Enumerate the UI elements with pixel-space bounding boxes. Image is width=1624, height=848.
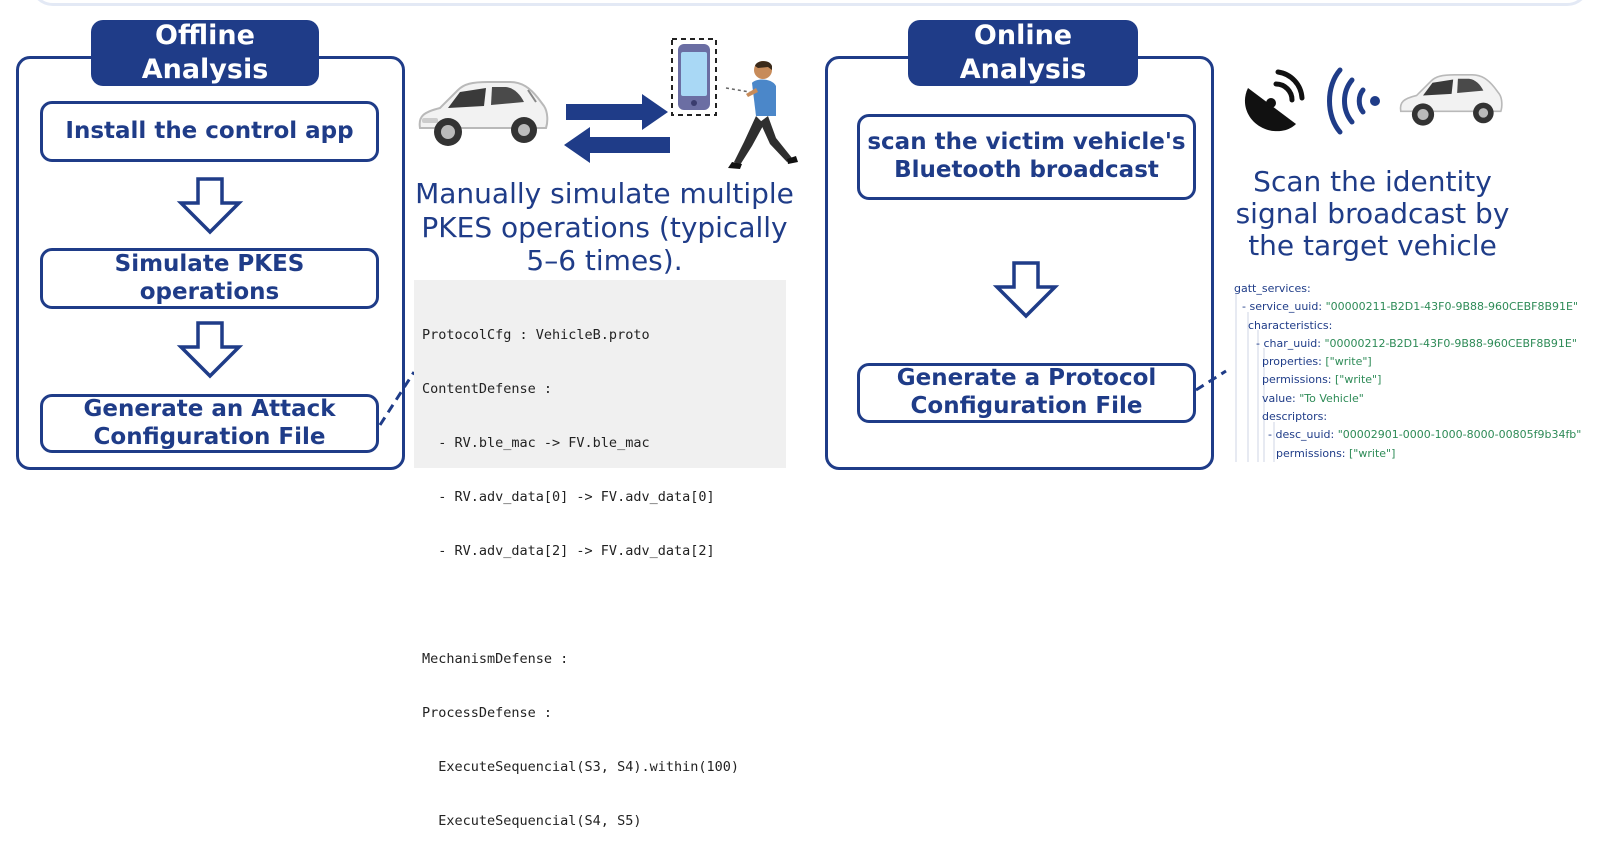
gatt-desc-permissions: permissions: ["write"] bbox=[1234, 445, 1620, 463]
double-arrow-icon bbox=[564, 94, 670, 163]
code-line bbox=[422, 596, 778, 614]
walking-person-icon bbox=[725, 61, 798, 169]
code-line: ExecuteSequencial(S3, S4).within(100) bbox=[422, 759, 739, 775]
code-line: MechanismDefense : bbox=[422, 651, 569, 667]
gatt-key: gatt_services: bbox=[1234, 282, 1311, 295]
generate-attack-config-step: Generate an Attack Configuration File bbox=[40, 394, 379, 453]
gatt-key: - service_uuid: bbox=[1242, 300, 1326, 314]
gatt-service: - service_uuid: "00000211-B2D1-43F0-9B88… bbox=[1234, 298, 1620, 316]
gatt-char: - char_uuid: "00000212-B2D1-43F0-9B88-96… bbox=[1234, 335, 1620, 353]
online-analysis-title: Online Analysis bbox=[908, 20, 1138, 86]
top-frame bbox=[30, 0, 1590, 6]
gatt-value: "00000211-B2D1-43F0-9B88-960CEBF8B91E" bbox=[1325, 300, 1579, 314]
code-line: ContentDefense : bbox=[422, 381, 553, 397]
code-line: ExecuteSequencial(S4, S5) bbox=[422, 813, 642, 829]
gatt-key: - desc_uuid: bbox=[1268, 428, 1338, 442]
satellite-dish-icon bbox=[1244, 69, 1305, 132]
gatt-value: "00002901-0000-1000-8000-00805f9b34fb" bbox=[1337, 428, 1582, 442]
dashed-connector bbox=[1195, 369, 1227, 392]
gatt-value: ["write"] bbox=[1349, 446, 1396, 460]
down-arrow-icon bbox=[176, 321, 244, 379]
gatt-key: descriptors: bbox=[1262, 410, 1328, 424]
offline-caption: Manually simulate multiple PKES operatio… bbox=[415, 177, 794, 278]
code-line: - RV.ble_mac -> FV.ble_mac bbox=[422, 435, 650, 451]
gatt-key: properties: bbox=[1262, 355, 1326, 369]
car-icon bbox=[418, 81, 549, 146]
gatt-key: - char_uuid: bbox=[1256, 336, 1325, 350]
car-icon bbox=[1399, 74, 1503, 126]
gatt-root: gatt_services: bbox=[1234, 280, 1620, 298]
generate-protocol-config-step: Generate a Protocol Configuration File bbox=[857, 363, 1196, 423]
down-arrow-icon bbox=[176, 177, 244, 235]
gatt-characteristics: characteristics: bbox=[1234, 317, 1620, 335]
gatt-key: characteristics: bbox=[1248, 318, 1333, 332]
gatt-properties: properties: ["write"] bbox=[1234, 353, 1620, 371]
gatt-value-row: value: "To Vehicle" bbox=[1234, 390, 1620, 408]
code-line: ProcessDefense : bbox=[422, 705, 553, 721]
gatt-desc: - desc_uuid: "00002901-0000-1000-8000-00… bbox=[1234, 426, 1620, 444]
offline-analysis-title: Offline Analysis bbox=[91, 20, 319, 86]
gatt-value: "To Vehicle" bbox=[1299, 391, 1364, 405]
simulate-pkes-step: Simulate PKES operations bbox=[40, 248, 379, 309]
smartphone-icon bbox=[671, 38, 717, 116]
scan-broadcast-step: scan the victim vehicle's Bluetooth broa… bbox=[857, 114, 1196, 200]
down-arrow-icon bbox=[992, 261, 1060, 319]
gatt-value: "00000212-B2D1-43F0-9B88-960CEBF8B91E" bbox=[1324, 336, 1577, 350]
gatt-key: permissions: bbox=[1262, 373, 1336, 387]
gatt-key: value: bbox=[1262, 391, 1300, 405]
wireless-signal-icon bbox=[1327, 67, 1380, 135]
gatt-services-listing: gatt_services: - service_uuid: "00000211… bbox=[1234, 280, 1620, 463]
gatt-value: ["write"] bbox=[1335, 373, 1382, 387]
install-app-step: Install the control app bbox=[40, 101, 379, 162]
gatt-key: permissions: bbox=[1276, 446, 1350, 460]
tree-guides bbox=[1235, 294, 1275, 462]
code-line: ProtocolCfg : VehicleB.proto bbox=[422, 327, 650, 343]
code-line: - RV.adv_data[2] -> FV.adv_data[2] bbox=[422, 543, 715, 559]
gatt-permissions: permissions: ["write"] bbox=[1234, 371, 1620, 389]
gatt-descriptors: descriptors: bbox=[1234, 408, 1620, 426]
attack-config-code: ProtocolCfg : VehicleB.proto ContentDefe… bbox=[414, 280, 786, 829]
dashed-connector bbox=[378, 371, 416, 426]
code-line: - RV.adv_data[0] -> FV.adv_data[0] bbox=[422, 489, 715, 505]
gatt-value: ["write"] bbox=[1325, 355, 1372, 369]
online-caption: Scan the identity signal broadcast by th… bbox=[1235, 165, 1510, 263]
